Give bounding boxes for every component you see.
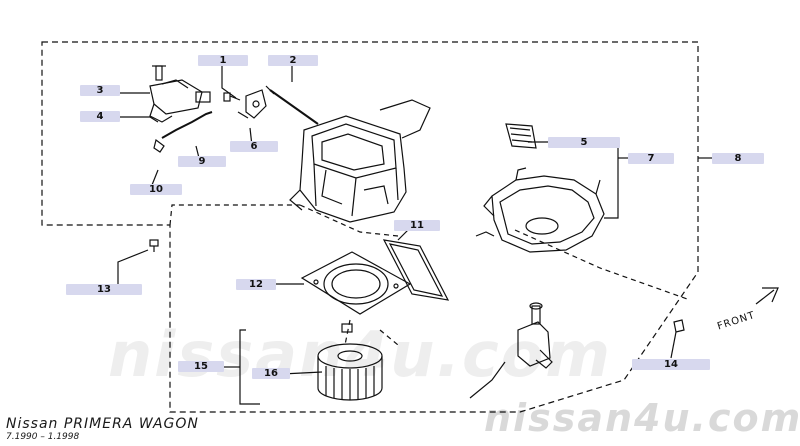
part-15-motor xyxy=(341,302,553,369)
callout-6: 6 xyxy=(230,141,278,152)
part-16-fan xyxy=(317,343,383,401)
part-7-scroll-housing xyxy=(475,167,605,253)
front-arrow xyxy=(755,287,779,305)
callout-1: 1 xyxy=(198,55,248,66)
callout-8: 8 xyxy=(712,153,764,164)
part-6-lever xyxy=(237,89,267,119)
callout-16: 16 xyxy=(252,368,290,379)
part-2-rod xyxy=(269,89,319,125)
callout-13: 13 xyxy=(66,284,142,295)
callout-4: 4 xyxy=(80,111,120,122)
part-10-clip xyxy=(153,138,165,153)
group-boundary-line xyxy=(41,41,699,413)
part-14-clip xyxy=(673,319,685,333)
callout-5: 5 xyxy=(548,137,620,148)
callout-14: 14 xyxy=(632,359,710,370)
callout-3: 3 xyxy=(80,85,120,96)
part-12-seal-plate xyxy=(300,251,412,315)
part-9-rod xyxy=(161,111,213,139)
part-1-screw xyxy=(223,92,241,102)
callout-7: 7 xyxy=(628,153,674,164)
dashed-link-line xyxy=(379,329,399,346)
callout-15: 15 xyxy=(178,361,224,372)
intake-housing xyxy=(289,99,431,223)
part-3-actuator xyxy=(149,65,211,123)
bracket-7 xyxy=(604,137,619,219)
callout-2: 2 xyxy=(268,55,318,66)
callout-11: 11 xyxy=(394,220,440,231)
watermark-center: nissan4u.com xyxy=(108,318,612,391)
dashed-link-line xyxy=(299,204,399,237)
part-13-screw xyxy=(149,239,159,252)
callout-12: 12 xyxy=(236,279,276,290)
callout-9: 9 xyxy=(178,156,226,167)
callout-10: 10 xyxy=(130,184,182,195)
footer-model: Nissan PRIMERA WAGON xyxy=(6,416,199,432)
bracket-15 xyxy=(239,329,260,405)
watermark-bottom: nissan4u.com xyxy=(484,396,800,440)
part-11-filter xyxy=(382,239,450,301)
dashed-link-line xyxy=(169,204,300,226)
dashed-link-line xyxy=(514,229,691,301)
footer-dates: 7.1990 – 1.1998 xyxy=(6,432,80,442)
part-5-flap xyxy=(505,123,537,149)
